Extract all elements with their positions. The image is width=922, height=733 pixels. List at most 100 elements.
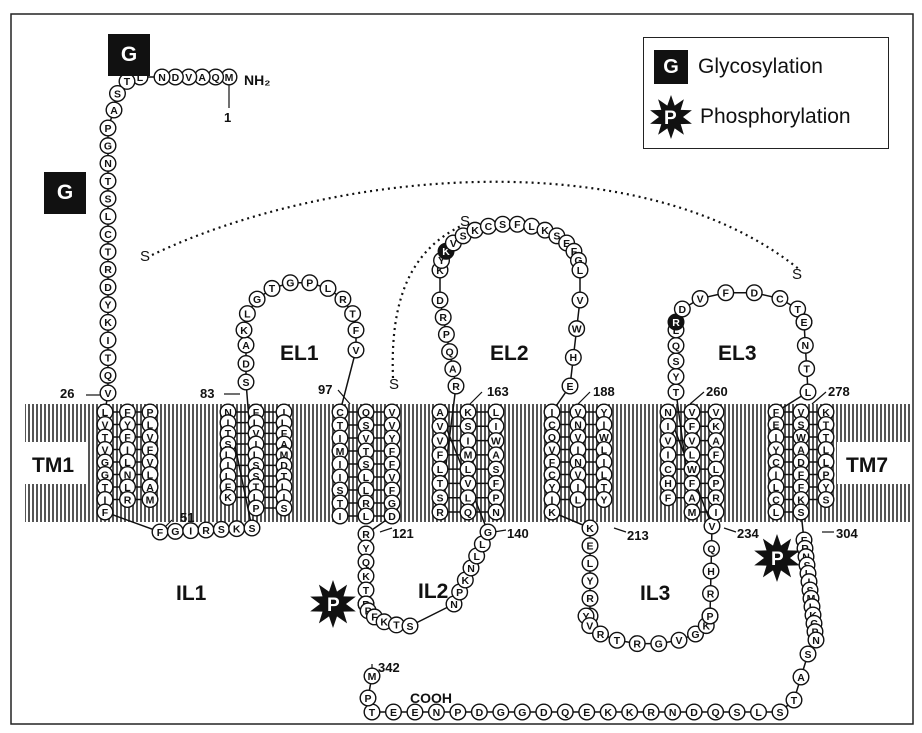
residue-tm4-15: S — [488, 461, 504, 477]
svg-text:K: K — [464, 407, 472, 419]
svg-text:Q: Q — [446, 346, 454, 358]
residue-il2-19: G — [480, 524, 496, 540]
residue-cterm-36: T — [364, 704, 380, 720]
residue-tm6-11: L — [684, 447, 700, 463]
svg-text:G: G — [286, 278, 294, 290]
residue-tm4-20: L — [460, 490, 476, 506]
residue-el1-6: G — [249, 291, 265, 307]
svg-text:D: D — [690, 707, 698, 719]
residue-il3-3: L — [582, 555, 598, 571]
phosphorylation-icon: P — [648, 94, 694, 140]
legend-glycosylation-label: Glycosylation — [698, 55, 823, 79]
svg-text:R: R — [436, 507, 444, 519]
residue-cterm-15: A — [793, 669, 809, 685]
residue-cterm-23: R — [643, 704, 659, 720]
residue-el3-10: D — [746, 285, 762, 301]
legend: G Glycosylation P Phosphorylation — [643, 37, 889, 149]
residue-cterm-22: N — [665, 704, 681, 720]
svg-text:L: L — [473, 551, 480, 563]
svg-text:L: L — [465, 493, 472, 505]
svg-text:S: S — [460, 231, 467, 243]
svg-text:L: L — [437, 464, 444, 476]
residue-il2-1: R — [358, 526, 374, 542]
svg-text:K: K — [586, 523, 594, 535]
residue-tm4-22: N — [488, 504, 504, 520]
svg-text:T: T — [614, 635, 621, 647]
svg-text:S: S — [104, 193, 111, 205]
legend-phosphorylation-label: Phosphorylation — [700, 105, 851, 129]
residue-cterm-28: D — [536, 704, 552, 720]
svg-text:F: F — [723, 288, 730, 300]
residue-cterm-21: D — [686, 704, 702, 720]
svg-text:R: R — [339, 294, 347, 306]
svg-text:V: V — [712, 407, 719, 419]
residue-nterm-10: A — [106, 102, 122, 118]
svg-text:Q: Q — [104, 370, 112, 382]
residue-el3-14: E — [796, 314, 812, 330]
residue-il3-18: R — [703, 586, 719, 602]
svg-text:P: P — [443, 329, 450, 341]
pos-83: 83 — [200, 386, 214, 401]
residue-tm3-26: L — [358, 508, 374, 524]
svg-text:T: T — [794, 304, 801, 316]
residue-el1-12: T — [345, 306, 361, 322]
svg-text:S: S — [406, 621, 413, 633]
svg-text:V: V — [586, 620, 593, 632]
position-pointer-11 — [690, 392, 704, 404]
residue-cterm-29: G — [515, 704, 531, 720]
residue-il3-4: Y — [582, 573, 598, 589]
residue-tm4-6: V — [432, 418, 448, 434]
svg-text:E: E — [800, 317, 807, 329]
svg-text:R: R — [124, 494, 132, 506]
residue-el1-4: K — [236, 322, 252, 338]
svg-text:V: V — [675, 635, 682, 647]
svg-text:V: V — [688, 435, 695, 447]
svg-text:D: D — [388, 511, 396, 523]
svg-text:K: K — [380, 617, 388, 629]
residue-il3-5: R — [582, 591, 598, 607]
glycosylation-icon: G — [654, 50, 688, 84]
svg-text:A: A — [712, 435, 720, 447]
svg-text:S: S — [776, 707, 783, 719]
residue-el1-10: L — [320, 281, 336, 297]
svg-text:F: F — [102, 507, 109, 519]
residue-il3-13: V — [671, 632, 687, 648]
svg-text:L: L — [465, 464, 472, 476]
label-tm7: TM7 — [846, 454, 888, 477]
phospho-star-il2: P — [310, 580, 356, 628]
svg-text:A: A — [436, 407, 444, 419]
svg-text:R: R — [362, 529, 370, 541]
residue-cterm-24: K — [622, 704, 638, 720]
svg-text:I: I — [339, 511, 342, 523]
svg-text:N: N — [158, 72, 166, 84]
residue-el2-5: R — [435, 309, 451, 325]
residue-tm6-21: R — [708, 490, 724, 506]
svg-text:Q: Q — [672, 340, 680, 352]
svg-text:G: G — [484, 527, 492, 539]
svg-text:L: L — [587, 558, 594, 570]
svg-text:S: S — [734, 707, 741, 719]
residue-el1-7: T — [264, 281, 280, 297]
position-pointer-10 — [724, 528, 736, 532]
svg-text:E: E — [583, 707, 590, 719]
residue-cterm-26: E — [579, 704, 595, 720]
residue-tm6-15: L — [708, 461, 724, 477]
residue-cterm-33: N — [429, 704, 445, 720]
svg-text:S: S — [280, 503, 287, 515]
svg-text:F: F — [437, 450, 444, 462]
residue-il2-4: K — [358, 568, 374, 584]
residue-tm4-2: K — [460, 404, 476, 420]
svg-text:K: K — [548, 507, 556, 519]
svg-text:G: G — [104, 140, 112, 152]
svg-text:Q: Q — [464, 507, 472, 519]
svg-text:D: D — [242, 358, 250, 370]
phospho-star-ctail: P — [754, 534, 800, 582]
pos-278: 278 — [828, 384, 850, 399]
residue-nterm-16: L — [100, 209, 116, 225]
svg-text:K: K — [224, 492, 232, 504]
svg-text:Y: Y — [362, 543, 369, 555]
svg-text:A: A — [110, 105, 118, 117]
residue-tm6-22: I — [708, 504, 724, 520]
residue-il1-5: S — [214, 522, 230, 538]
residue-el1-11: R — [335, 291, 351, 307]
